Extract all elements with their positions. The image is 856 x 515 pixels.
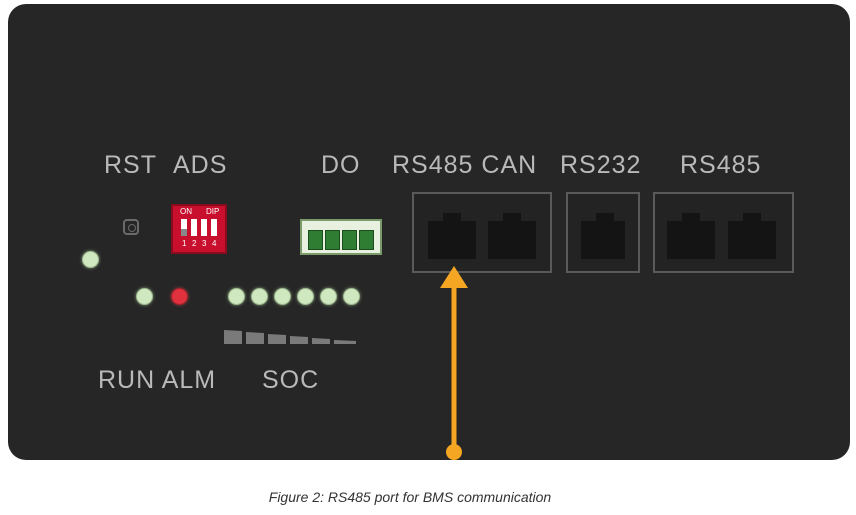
- do-terminal-block[interactable]: [300, 219, 382, 255]
- rs232-port[interactable]: [581, 213, 625, 259]
- rs485-label: RS485: [680, 151, 762, 179]
- power-led: [82, 251, 99, 268]
- dip-number-2: 2: [192, 239, 197, 248]
- rs485-port-1[interactable]: [667, 213, 715, 259]
- soc-led-3: [274, 288, 291, 305]
- ads-label: ADS: [173, 151, 228, 179]
- can-port[interactable]: [488, 213, 536, 259]
- soc-led-6: [343, 288, 360, 305]
- dip-number-1: 1: [182, 239, 187, 248]
- dip-on-label: ON: [180, 207, 192, 216]
- run-alm-label: RUN ALM: [98, 366, 217, 394]
- dip-number-4: 4: [212, 239, 217, 248]
- dip-toggle-3[interactable]: [201, 219, 207, 236]
- dip-toggle-4[interactable]: [211, 219, 217, 236]
- do-label: DO: [321, 151, 361, 179]
- soc-label: SOC: [262, 366, 320, 394]
- rs232-label: RS232: [560, 151, 642, 179]
- orange-arrow-icon: [440, 266, 468, 460]
- rst-label: RST: [104, 151, 157, 179]
- rs485-port-group: [653, 192, 794, 273]
- soc-led-1: [228, 288, 245, 305]
- dip-toggle-2[interactable]: [191, 219, 197, 236]
- dip-toggle-1[interactable]: [181, 219, 187, 236]
- rs485-can-port-group: [412, 192, 552, 273]
- reset-button[interactable]: [123, 219, 139, 235]
- run-led: [136, 288, 153, 305]
- rs485-can-label: RS485 CAN: [392, 151, 538, 179]
- rs232-port-group: [566, 192, 640, 273]
- alm-led: [171, 288, 188, 305]
- figure-caption: Figure 2: RS485 port for BMS communicati…: [268, 489, 552, 505]
- rs485-port[interactable]: [428, 213, 476, 259]
- dip-switch[interactable]: ON DIP 1 2 3 4: [171, 204, 227, 254]
- soc-led-5: [320, 288, 337, 305]
- soc-led-4: [297, 288, 314, 305]
- rs485-port-2[interactable]: [728, 213, 776, 259]
- soc-level-ramp: [224, 330, 356, 344]
- soc-led-2: [251, 288, 268, 305]
- bms-front-panel: RST ADS DO RS485 CAN RS232 RS485 ON DIP …: [8, 4, 850, 460]
- dip-dip-label: DIP: [206, 207, 220, 216]
- dip-number-3: 3: [202, 239, 207, 248]
